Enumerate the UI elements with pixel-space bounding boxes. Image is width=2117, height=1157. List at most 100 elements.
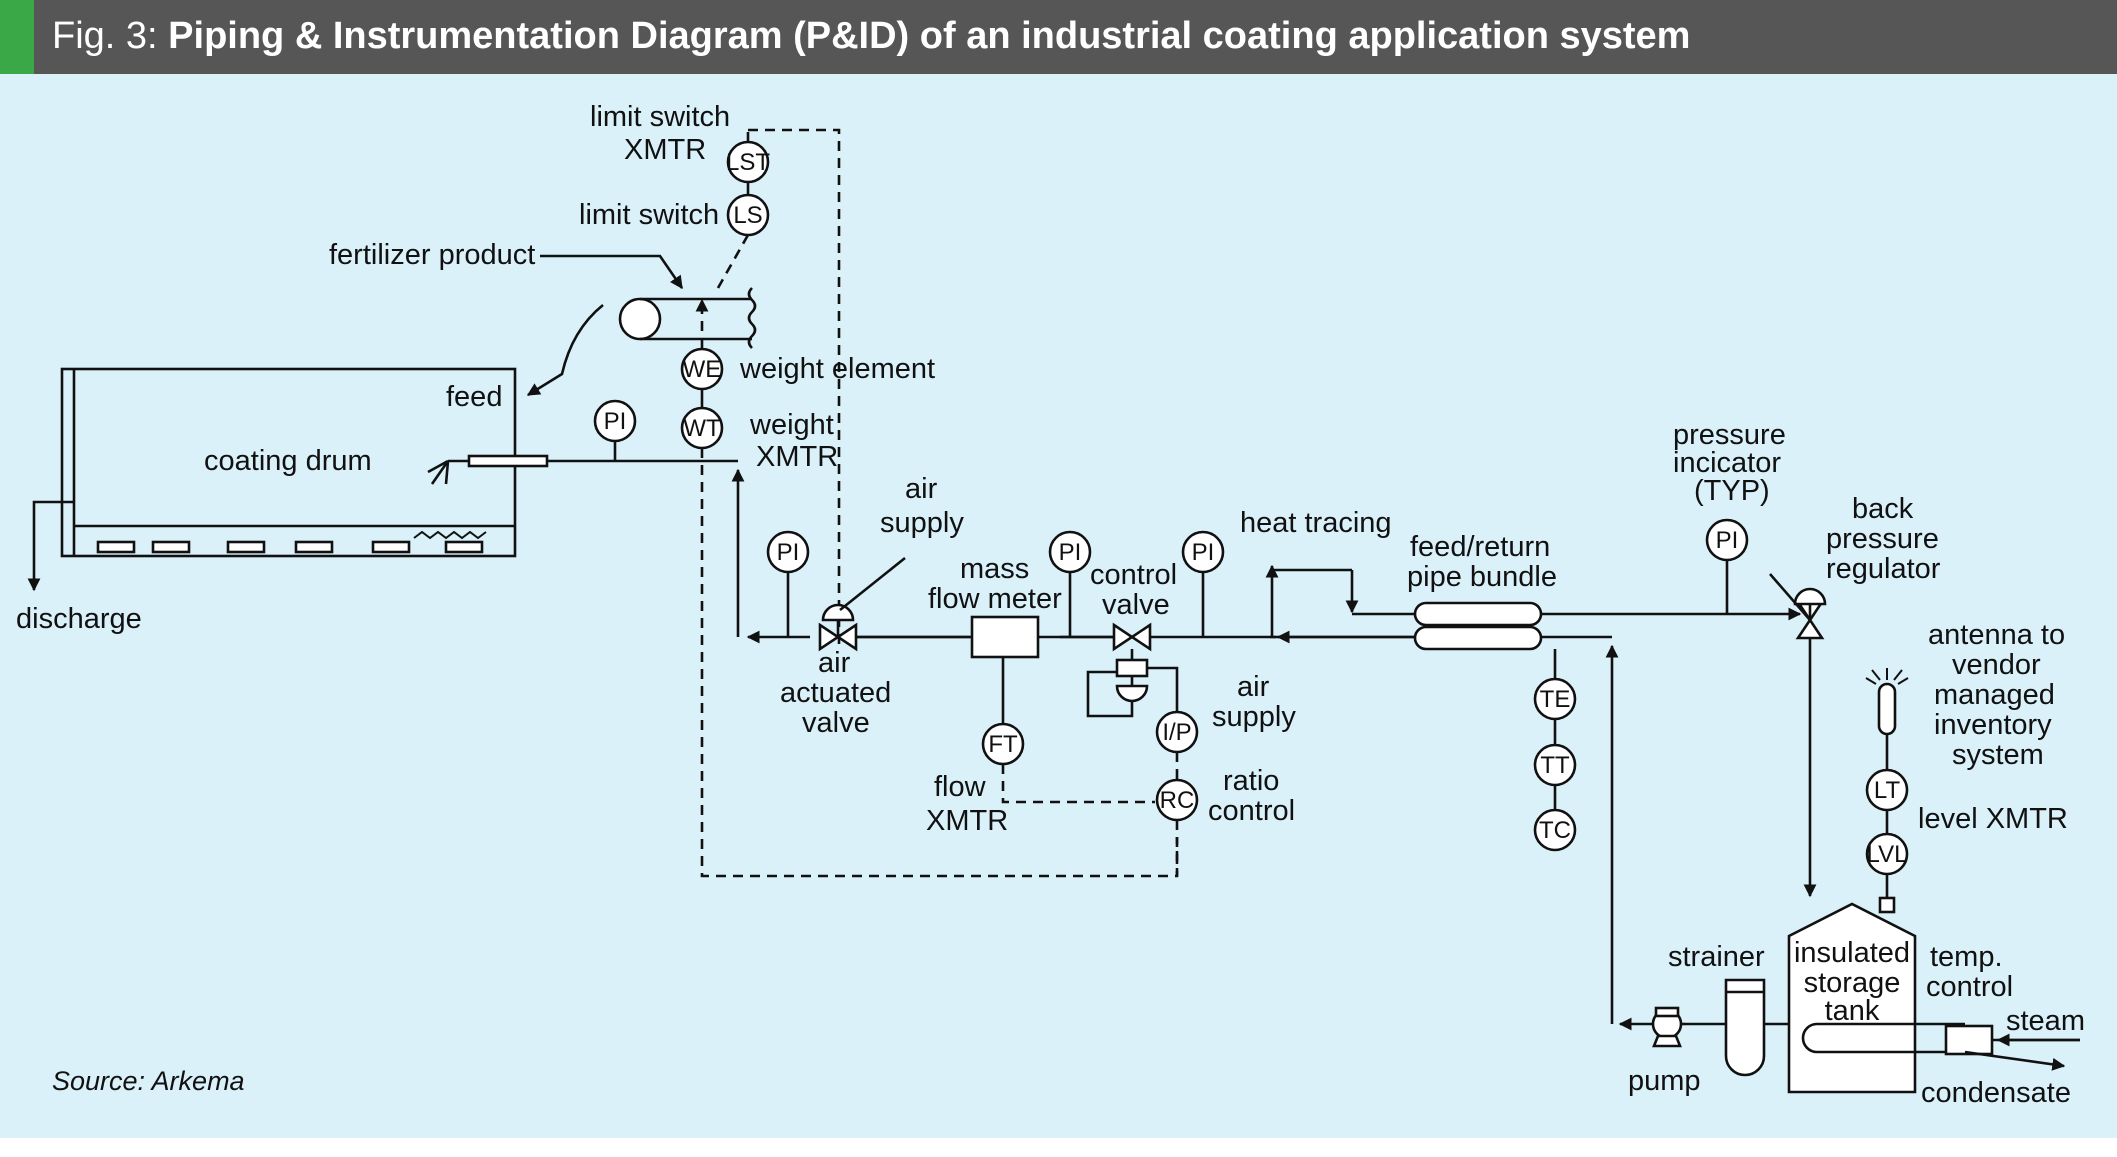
heat-tracing	[1265, 564, 1415, 637]
lst-tag: LST	[726, 149, 770, 176]
tt-instrument: TT	[1533, 743, 1577, 787]
figure-header: Fig. 3: Piping & Instrumentation Diagram…	[0, 0, 2117, 74]
feed-chute-arrow	[526, 303, 604, 397]
ft-instrument: FT	[981, 722, 1025, 766]
feed-return-label-2: pipe bundle	[1407, 561, 1557, 593]
lvl-instrument: LVL	[1865, 832, 1909, 876]
ratio-control-label-2: control	[1208, 795, 1295, 827]
tank-label-2: storage	[1804, 967, 1901, 999]
pump	[1651, 1006, 1686, 1048]
wt-tag: WT	[683, 415, 721, 442]
air-actuated-valve-label-1: air	[818, 647, 851, 679]
flow-xmtr-label-2: XMTR	[926, 805, 1008, 837]
antenna-label-2: vendor	[1952, 649, 2041, 681]
temp-control-label-1: temp.	[1930, 941, 2003, 973]
limit-switch-label: limit switch	[579, 199, 719, 231]
air-actuated-valve-label-2: actuated	[780, 677, 891, 709]
antenna-label-1: antenna to	[1928, 619, 2065, 651]
lt-tag: LT	[1874, 777, 1901, 804]
tc-instrument: TC	[1533, 808, 1577, 852]
rc-tag: RC	[1160, 787, 1195, 814]
antenna-label-4: inventory	[1934, 709, 2052, 741]
drum-feed-pipe	[547, 440, 745, 637]
we-instrument: WE	[680, 347, 724, 391]
back-pressure-label-2: pressure	[1826, 523, 1939, 555]
belt-conveyor	[618, 287, 757, 349]
condensate-label: condensate	[1921, 1077, 2071, 1109]
back-pressure-label-1: back	[1852, 493, 1914, 525]
air-supply-top-label-1: air	[905, 473, 938, 505]
pressure-indicator-label-3: (TYP)	[1694, 475, 1770, 507]
mass-flow-meter	[970, 615, 1040, 659]
control-valve-label-1: control	[1090, 559, 1177, 591]
temp-control-label-2: control	[1926, 971, 2013, 1003]
figure-title: Fig. 3: Piping & Instrumentation Diagram…	[52, 15, 1690, 58]
tank-label-3: tank	[1825, 995, 1880, 1027]
feed-return-pipe-bundle	[1413, 601, 1543, 651]
lvl-tag: LVL	[1867, 841, 1908, 868]
limit-switch-xmtr-label-1: limit switch	[590, 101, 730, 133]
strainer-label: strainer	[1668, 941, 1765, 973]
mass-flow-meter-label-2: flow meter	[928, 583, 1062, 615]
air-supply-bottom-label-2: supply	[1212, 701, 1296, 733]
pump-label: pump	[1628, 1065, 1701, 1097]
pi-meter-instrument: PI	[1048, 530, 1092, 574]
pi-meter-tag: PI	[1059, 539, 1082, 566]
flow-xmtr-label-1: flow	[934, 771, 987, 803]
antenna-label-5: system	[1952, 739, 2044, 771]
rc-instrument: RC	[1155, 778, 1199, 822]
tc-tag: TC	[1539, 817, 1571, 844]
weight-element-label: weight element	[739, 353, 935, 385]
strainer	[1724, 978, 1766, 1077]
pressure-indicator-label-1: pressure	[1673, 419, 1786, 451]
te-tag: TE	[1540, 686, 1571, 713]
control-valve	[1086, 622, 1152, 718]
discharge-line	[27, 500, 75, 592]
pi-drum-tag: PI	[604, 408, 627, 435]
ip-tag: I/P	[1162, 719, 1191, 746]
limit-switch-xmtr-label-2: XMTR	[624, 134, 706, 166]
tank-label-1: insulated	[1794, 937, 1910, 969]
pi-heat-instrument: PI	[1181, 530, 1225, 574]
ls-instrument: LS	[726, 193, 770, 237]
pi-valve-instrument: PI	[766, 530, 810, 574]
header-accent-bar	[0, 0, 34, 74]
pi-drum-instrument: PI	[593, 399, 637, 443]
te-instrument: TE	[1533, 677, 1577, 721]
coating-drum	[60, 367, 549, 558]
fertilizer-product-label: fertilizer product	[329, 239, 535, 271]
air-actuated-valve-label-3: valve	[802, 707, 870, 739]
ip-instrument: I/P	[1155, 710, 1199, 754]
ft-tag: FT	[988, 731, 1018, 758]
pi-heat-tag: PI	[1192, 539, 1215, 566]
air-actuated-valve	[818, 603, 858, 652]
fertilizer-arrow	[540, 254, 684, 290]
antenna-icon	[1865, 668, 1909, 736]
weight-xmtr-label-1: weight	[749, 409, 834, 441]
pi-valve-tag: PI	[777, 539, 800, 566]
air-supply-top-label-2: supply	[880, 507, 964, 539]
pi-typ-tag: PI	[1716, 527, 1739, 554]
wt-instrument: WT	[680, 406, 724, 450]
we-tag: WE	[683, 356, 722, 383]
discharge-label: discharge	[16, 603, 142, 635]
figure-label: Fig. 3:	[52, 15, 158, 57]
pressure-indicator-label-2: incicator	[1673, 447, 1781, 479]
insulated-storage-tank	[1787, 902, 1994, 1094]
ratio-control-label-1: ratio	[1223, 765, 1279, 797]
coating-drum-label: coating drum	[204, 445, 372, 477]
heat-tracing-label: heat tracing	[1240, 507, 1392, 539]
control-valve-label-2: valve	[1102, 589, 1170, 621]
pi-typ-instrument: PI	[1705, 518, 1749, 562]
feed-label: feed	[446, 381, 502, 413]
feed-return-label-1: feed/return	[1410, 531, 1550, 563]
source-note: Source: Arkema	[52, 1066, 245, 1096]
level-xmtr-label: level XMTR	[1918, 803, 2068, 835]
ls-tag: LS	[733, 202, 762, 229]
back-pressure-label-3: regulator	[1826, 553, 1941, 585]
tt-tag: TT	[1540, 752, 1570, 779]
mass-flow-meter-label-1: mass	[960, 553, 1029, 585]
back-pressure-regulator	[1769, 573, 1827, 640]
